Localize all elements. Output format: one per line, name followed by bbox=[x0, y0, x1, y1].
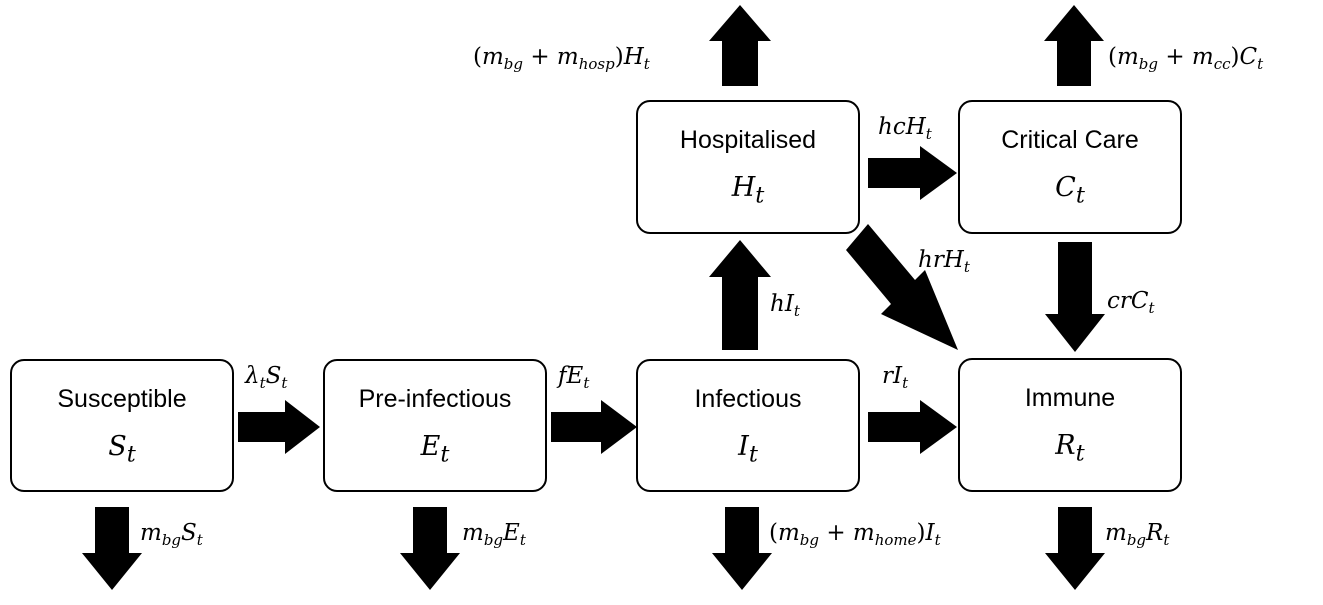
compartment-symbol: St bbox=[108, 431, 136, 468]
compartment-infectious: Infectious It bbox=[636, 359, 860, 492]
rate-critical-admission: hcHt bbox=[878, 114, 932, 143]
rate-infection: λtSt bbox=[245, 363, 288, 392]
compartment-symbol: Ct bbox=[1055, 172, 1085, 209]
arrow-susceptible-death bbox=[82, 507, 142, 590]
arrow-hospitalised-to-critical bbox=[868, 146, 957, 200]
compartment-symbol: It bbox=[738, 431, 758, 468]
rate-preinfectious-mortality: mbgEt bbox=[462, 520, 526, 549]
compartment-name: Infectious bbox=[694, 385, 802, 413]
rate-recovery: rIt bbox=[882, 363, 909, 392]
rate-critical-mortality: (mbg + mcc)Ct bbox=[1108, 44, 1264, 73]
rate-hospital-mortality: (mbg + mhosp)Ht bbox=[473, 44, 650, 73]
arrow-critical-death bbox=[1044, 5, 1104, 86]
compartment-name: Susceptible bbox=[57, 385, 187, 413]
arrow-hospitalised-death bbox=[709, 5, 771, 86]
compartment-preinfectious: Pre-infectious Et bbox=[323, 359, 547, 492]
compartment-critical-care: Critical Care Ct bbox=[958, 100, 1182, 234]
compartment-name: Critical Care bbox=[1001, 126, 1139, 154]
compartment-hospitalised: Hospitalised Ht bbox=[636, 100, 860, 234]
compartment-symbol: Rt bbox=[1055, 430, 1085, 467]
rate-hospital-recovery: hrHt bbox=[918, 247, 970, 276]
rate-onset-infectiousness: fEt bbox=[558, 363, 590, 392]
rate-immune-mortality: mbgRt bbox=[1105, 520, 1170, 549]
arrow-susceptible-to-preinfectious bbox=[238, 400, 320, 454]
compartment-name: Hospitalised bbox=[679, 126, 817, 154]
rate-hospitalisation: hIt bbox=[770, 291, 800, 320]
arrow-preinfectious-to-infectious bbox=[551, 400, 637, 454]
arrow-preinfectious-death bbox=[400, 507, 460, 590]
arrow-critical-to-immune bbox=[1045, 242, 1105, 352]
rate-critical-recovery: crCt bbox=[1107, 288, 1155, 317]
rate-infectious-mortality: (mbg + mhome)It bbox=[769, 520, 941, 549]
compartment-name: Immune bbox=[1024, 384, 1116, 412]
rate-susceptible-mortality: mbgSt bbox=[140, 520, 203, 549]
compartment-symbol: Ht bbox=[731, 172, 765, 209]
arrow-infectious-death bbox=[712, 507, 772, 590]
arrow-infectious-to-hospitalised bbox=[709, 240, 771, 350]
compartment-symbol: Et bbox=[420, 431, 450, 468]
arrow-infectious-to-immune bbox=[868, 400, 957, 454]
compartment-name: Pre-infectious bbox=[358, 385, 512, 413]
compartment-immune: Immune Rt bbox=[958, 358, 1182, 492]
arrow-hospitalised-to-immune bbox=[846, 224, 958, 350]
arrow-immune-death bbox=[1045, 507, 1105, 590]
compartment-susceptible: Susceptible St bbox=[10, 359, 234, 492]
